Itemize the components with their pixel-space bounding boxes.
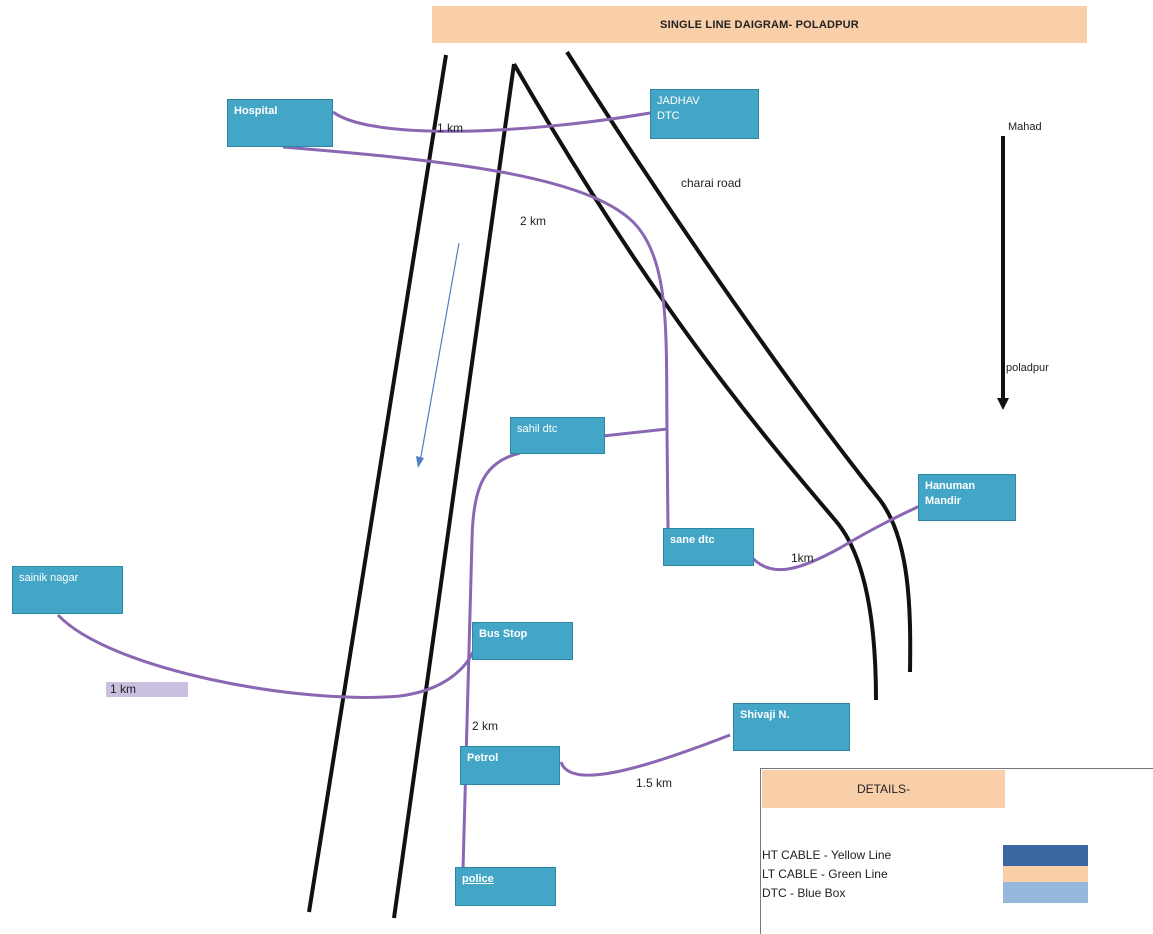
box-busstop-label: Bus Stop: [479, 628, 528, 640]
box-sainik-nagar: sainik nagar: [12, 566, 123, 614]
road-charai: [512, 63, 878, 701]
box-jadhav-line1: JADHAV: [657, 95, 700, 107]
box-shivaji: Shivaji N.: [733, 703, 850, 751]
diagram-title: SINGLE LINE DAIGRAM- POLADPUR: [432, 6, 1087, 43]
label-sainik-busstop-distance: 1 km: [106, 682, 188, 697]
direction-arrowhead: [416, 456, 424, 468]
details-heading: DETAILS-: [762, 770, 1005, 808]
cable-sahil-police: [461, 451, 521, 871]
legend-dtc-swatch: [1003, 882, 1088, 903]
box-sainik-label: sainik nagar: [19, 572, 79, 584]
label-sane-hanuman-distance: 1km: [791, 551, 814, 565]
label-charai-road: charai road: [681, 176, 742, 190]
box-hospital-label: Hospital: [234, 105, 278, 117]
label-hospital-jadhav-distance: 1 km: [437, 121, 464, 135]
legend-dtc: DTC - Blue Box: [762, 886, 846, 900]
road-left: [307, 54, 448, 913]
legend-ht-cable: HT CABLE - Yellow Line: [762, 848, 892, 862]
box-sahil-label: sahil dtc: [517, 423, 558, 435]
cable-sane-hanuman: [748, 503, 923, 572]
box-jadhav-dtc: JADHAV DTC: [650, 89, 759, 139]
cable-petrol-shivaji: [559, 733, 731, 777]
direction-arrow: [419, 242, 460, 463]
road-right: [565, 50, 913, 673]
label-hospital-sane-distance: 2 km: [520, 214, 547, 228]
box-hanuman-line2: Mandir: [925, 495, 962, 507]
box-sane-label: sane dtc: [670, 534, 715, 546]
legend-lt-swatch: [1003, 866, 1088, 887]
box-hospital: Hospital: [227, 99, 333, 147]
box-hanuman-mandir: Hanuman Mandir: [918, 474, 1016, 521]
cable-hospital-jadhav: [332, 110, 651, 133]
box-petrol: Petrol: [460, 746, 560, 785]
box-police: police: [455, 867, 556, 906]
box-sane-dtc: sane dtc: [663, 528, 754, 566]
details-panel: [760, 768, 1153, 934]
legend-lt-cable: LT CABLE - Green Line: [762, 867, 888, 881]
legend-ht-swatch: [1003, 845, 1088, 866]
cable-hospital-sane: [282, 145, 670, 531]
box-bus-stop: Bus Stop: [472, 622, 573, 660]
label-busstop-petrol-distance: 2 km: [472, 719, 499, 733]
box-petrol-label: Petrol: [467, 752, 499, 764]
cable-sahil-trunk: [602, 427, 668, 438]
box-jadhav-line2: DTC: [657, 110, 680, 122]
cable-sainik-busstop: [56, 613, 478, 699]
box-hanuman-line1: Hanuman: [925, 480, 976, 492]
mahad-poladpur-arrowhead: [997, 398, 1009, 410]
box-police-label: police: [462, 873, 494, 885]
label-petrol-shivaji-distance: 1.5 km: [636, 776, 673, 790]
box-sahil-dtc: sahil dtc: [510, 417, 605, 454]
label-poladpur: poladpur: [1006, 362, 1049, 374]
box-shivaji-label: Shivaji N.: [740, 709, 790, 721]
label-mahad: Mahad: [1008, 121, 1042, 133]
road-center: [392, 63, 516, 919]
